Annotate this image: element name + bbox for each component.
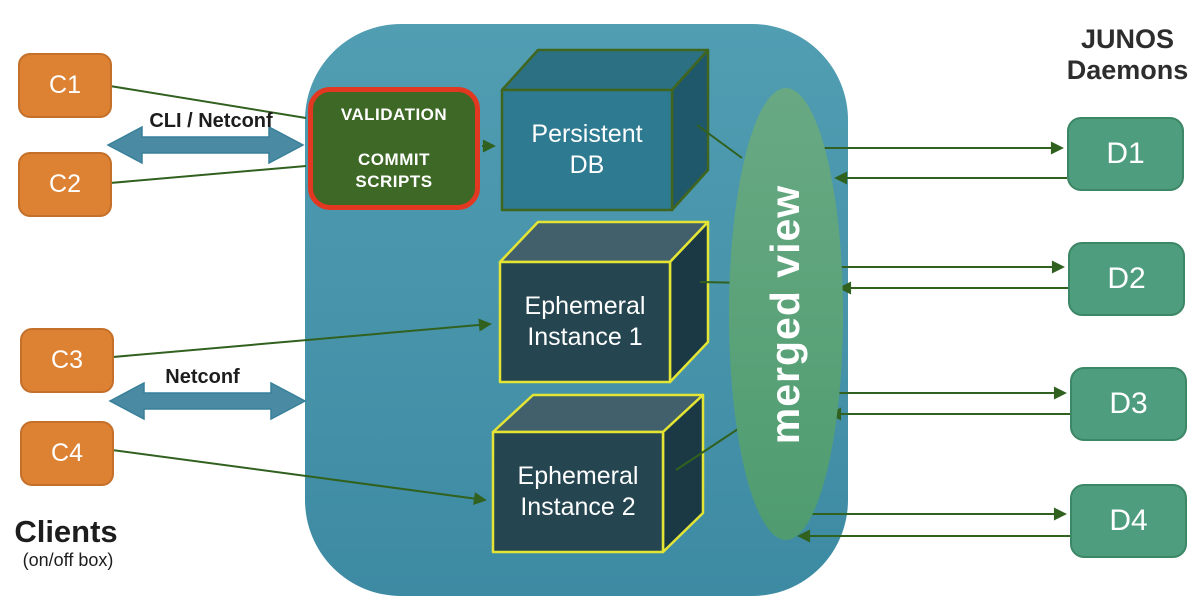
client-node-c2: C2 xyxy=(18,152,112,217)
junos-daemons-title: JUNOS Daemons xyxy=(1066,24,1189,86)
connector-c2-to-validation xyxy=(109,165,307,184)
persistent-db-label: Persistent DB xyxy=(531,119,643,179)
merged-view-ellipse: merged view xyxy=(729,88,843,540)
validation-commit-scripts-box: VALIDATION COMMIT SCRIPTS xyxy=(308,87,480,210)
client-node-c4: C4 xyxy=(20,421,114,486)
merged-view-label: merged view xyxy=(762,184,809,444)
client-node-c3: C3 xyxy=(20,328,114,393)
daemon-node-d1: D1 xyxy=(1067,117,1184,191)
ephemeral-instance-1-label: Ephemeral Instance 1 xyxy=(524,291,646,351)
clients-title: Clients xyxy=(14,514,118,549)
daemon-node-d4: D4 xyxy=(1070,484,1187,558)
validation-label: VALIDATION COMMIT SCRIPTS xyxy=(340,105,448,191)
ephemeral-instance-2-label: Ephemeral Instance 2 xyxy=(517,461,639,521)
netconf-label: Netconf xyxy=(165,366,240,388)
client-node-c1: C1 xyxy=(18,53,112,118)
cli-netconf-label: CLI / Netconf xyxy=(149,110,273,132)
daemon-node-d2: D2 xyxy=(1068,242,1185,316)
clients-subtitle: (on/off box) xyxy=(22,550,114,570)
daemon-node-d3: D3 xyxy=(1070,367,1187,441)
